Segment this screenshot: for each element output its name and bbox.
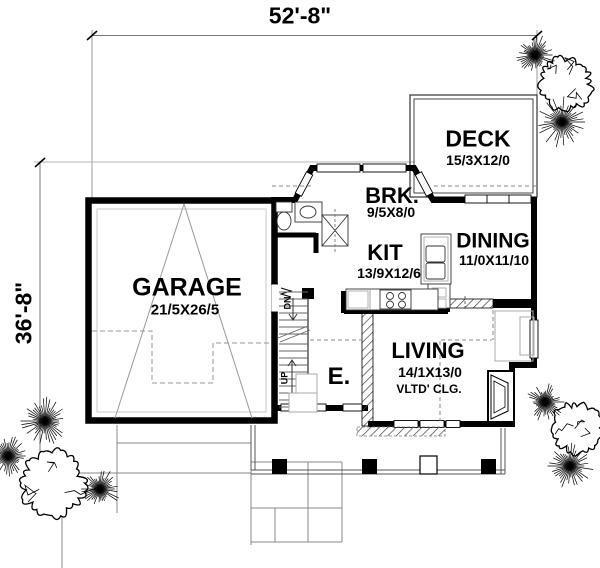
- kitchen-size-label: 13/9X12/6: [357, 265, 421, 281]
- bush: [20, 396, 64, 444]
- breakfast-size-label: 9/5X8/0: [366, 204, 416, 220]
- bush: [516, 35, 555, 71]
- stove-icon: [379, 289, 412, 310]
- porch-columns: [272, 455, 496, 475]
- bush: [0, 436, 26, 477]
- stairs-dn-label: DN: [282, 296, 293, 310]
- window-seat: [494, 310, 535, 362]
- kitchen-label: KIT: [367, 240, 403, 265]
- garage-walls: [85, 197, 278, 424]
- deck-size-label: 15/3X12/0: [446, 152, 510, 168]
- kitchen-counters: [345, 233, 452, 311]
- garage-label: GARAGE: [132, 273, 242, 302]
- planter: [356, 426, 446, 437]
- tree: [18, 447, 101, 521]
- garage-size-label: 21/5X26/5: [150, 301, 220, 319]
- bush: [527, 383, 565, 421]
- porch: [250, 425, 506, 475]
- dimension-lines: [34, 30, 543, 479]
- tree: [537, 54, 595, 113]
- living-ceiling-label: VLTD' CLG.: [396, 382, 462, 396]
- dining-size-label: 11/0X11/10: [458, 252, 530, 268]
- dining-label: DINING: [456, 229, 530, 253]
- tree: [550, 401, 600, 457]
- bush: [538, 96, 585, 148]
- living-size-label: 14/1X13/0: [398, 364, 462, 380]
- sink-icon: [425, 245, 446, 263]
- dashed-lines: [272, 185, 537, 421]
- living-label: LIVING: [391, 338, 465, 363]
- deck-label: DECK: [445, 125, 511, 152]
- dimension-left-label: 36'-8": [10, 281, 37, 345]
- fireplace: [487, 370, 515, 423]
- breakfast-label: BRK.: [365, 183, 419, 208]
- bush: [547, 442, 594, 488]
- bathroom-fixtures: [275, 201, 349, 252]
- stairs-up-label: UP: [279, 371, 290, 385]
- stairs: [277, 291, 318, 413]
- bush: [81, 470, 119, 505]
- dimension-top-label: 52'-8": [268, 2, 332, 29]
- door-swing-icon: [279, 287, 293, 298]
- entry-label: E.: [327, 363, 351, 390]
